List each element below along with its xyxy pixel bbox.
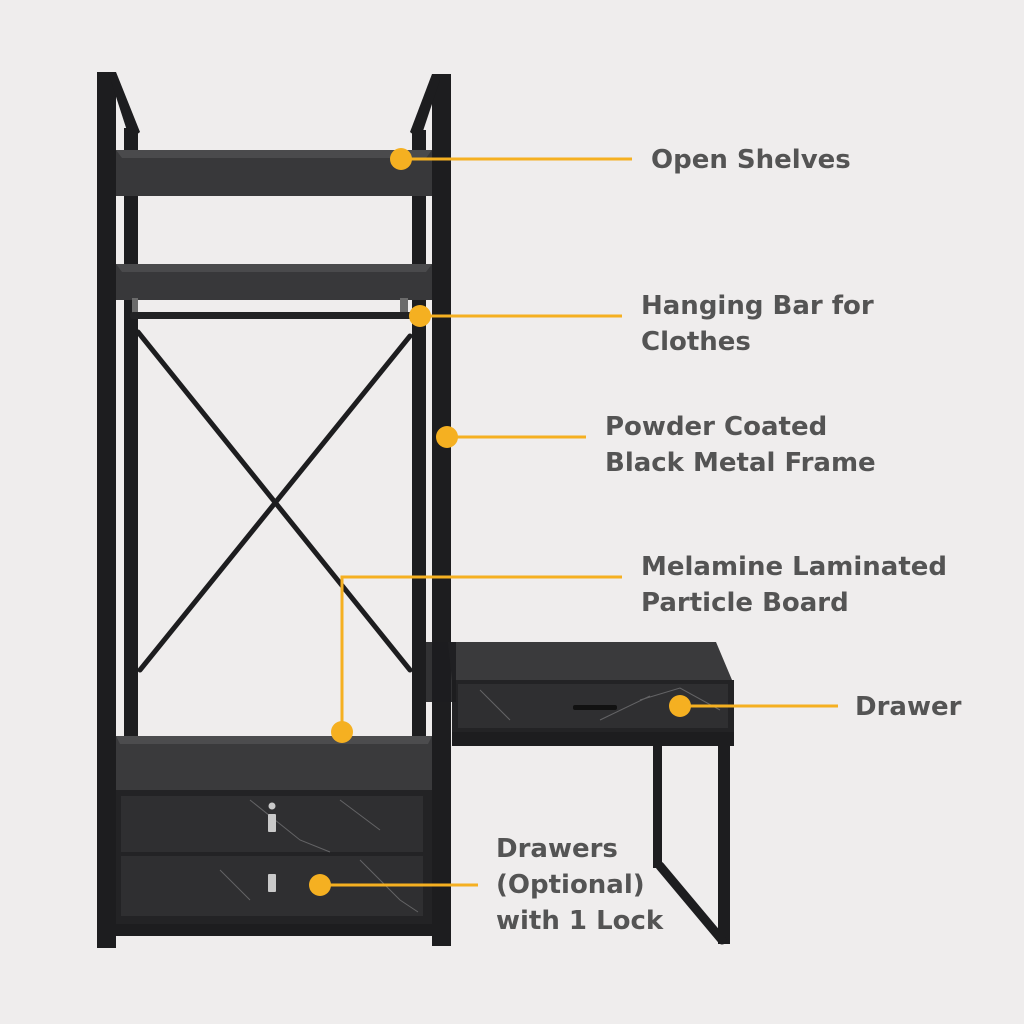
lower-drawers	[116, 790, 432, 924]
callout-leaders	[320, 157, 838, 887]
frame-post-front-right	[432, 74, 451, 946]
desk-leg-inner	[653, 746, 662, 868]
desk-top	[448, 642, 732, 680]
label-drawers-lock: Drawers (Optional) with 1 Lock	[496, 831, 663, 939]
label-line: Drawer	[855, 692, 962, 722]
label-line: Drawers	[496, 834, 618, 864]
frame-top-right-rail	[410, 74, 440, 140]
leader-particle-board	[340, 575, 622, 732]
cabinet-top	[116, 736, 432, 790]
hanging-bar	[130, 312, 426, 319]
dot-open-shelves	[390, 148, 412, 170]
frame-post-front-left	[97, 72, 116, 948]
drawer-handle-icon	[268, 874, 276, 892]
callout-dots	[309, 148, 691, 896]
lock-icon	[268, 814, 276, 832]
label-line: Open Shelves	[651, 145, 851, 175]
dot-drawers-lock	[309, 874, 331, 896]
desk-leg-right	[718, 740, 730, 944]
label-line: Clothes	[641, 327, 751, 357]
middle-shelf	[116, 264, 432, 314]
dot-particle-board	[331, 721, 353, 743]
frame-post-back-right	[412, 130, 426, 740]
label-line: with 1 Lock	[496, 906, 664, 936]
label-line: Melamine Laminated	[641, 552, 948, 582]
dot-hanging-bar	[409, 305, 431, 327]
top-shelf	[116, 150, 432, 196]
dot-drawer	[669, 695, 691, 717]
label-hanging-bar: Hanging Bar for Clothes	[641, 288, 874, 360]
frame-bottom-rail	[97, 924, 451, 936]
label-open-shelves: Open Shelves	[651, 142, 851, 178]
label-line: Hanging Bar for	[641, 291, 874, 321]
label-metal-frame: Powder Coated Black Metal Frame	[605, 409, 876, 481]
frame-post-back-left	[124, 128, 138, 738]
cross-brace	[135, 329, 413, 673]
label-particle-board: Melamine Laminated Particle Board	[641, 549, 947, 621]
frame-top-left-rail	[108, 72, 140, 140]
desk-drawer-handle-icon	[573, 705, 617, 710]
label-line: Powder Coated	[605, 412, 828, 442]
label-line: (Optional)	[496, 870, 645, 900]
label-line: Particle Board	[641, 588, 849, 618]
dot-metal-frame	[436, 426, 458, 448]
label-drawer: Drawer	[855, 689, 961, 725]
label-line: Black Metal Frame	[605, 448, 876, 478]
